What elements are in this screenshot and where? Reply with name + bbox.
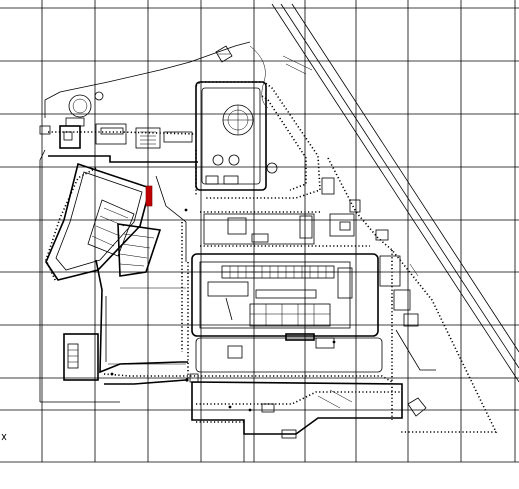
south-yard (103, 337, 393, 385)
boundary-wall (48, 131, 498, 433)
southwest-building (63, 333, 99, 381)
east-strip (375, 229, 436, 371)
utility-strip (200, 177, 370, 247)
ring-road (195, 81, 321, 199)
main-process-hall (191, 253, 379, 341)
west-wing-buildings (45, 162, 162, 283)
roundabout-structure (39, 91, 104, 135)
reference-grid (0, 0, 519, 463)
southern-platform (189, 373, 427, 462)
central-road (95, 175, 188, 374)
road-lines (249, 3, 519, 383)
gatehouse-block (48, 123, 198, 163)
corner-mark (1, 433, 7, 441)
top-annex (215, 45, 233, 63)
site-boundary (39, 41, 251, 403)
highlight-marker (145, 185, 153, 207)
tank-compound (195, 81, 278, 191)
survey-markers (110, 208, 336, 412)
